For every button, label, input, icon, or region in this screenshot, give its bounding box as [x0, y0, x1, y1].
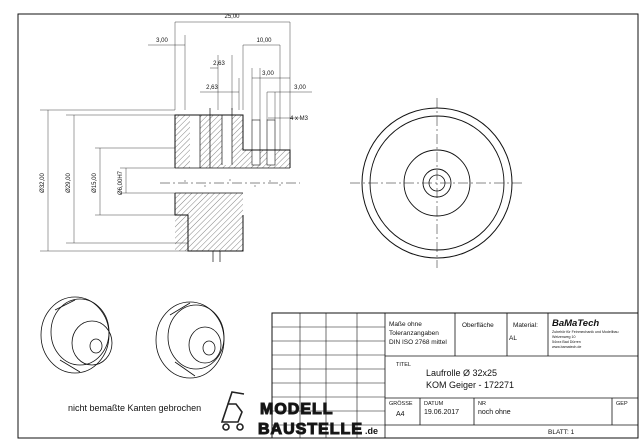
svg-text:54xxx Bad Dürren: 54xxx Bad Dürren: [552, 340, 581, 344]
svg-text:DIN ISO 2768 mittel: DIN ISO 2768 mittel: [389, 339, 447, 346]
dim-263a: 2,63: [213, 61, 225, 67]
title-block: [271, 312, 639, 439]
dim-3c: 3,00: [294, 85, 306, 91]
dim-dia15: Ø15,00: [92, 172, 98, 192]
nr-value: noch ohne: [478, 409, 511, 416]
svg-text:www.bamatech.de: www.bamatech.de: [552, 345, 581, 349]
svg-text:Toleranzangaben: Toleranzangaben: [389, 330, 439, 337]
dim-dia29: Ø29,00: [66, 172, 72, 192]
company-logo: BaMaTech: [552, 318, 599, 329]
section-view: 25,00 3,00 10,00 2,63 3,00 2,63 3,00 4 x…: [40, 14, 312, 262]
dim-10: 10,00: [256, 38, 272, 44]
surface-label: Oberfläche: [462, 322, 494, 329]
date-value: 19.06.2017: [424, 409, 459, 416]
iso-view-right: [155, 301, 225, 379]
nr-label: NR: [478, 401, 486, 407]
date-label: DATUM: [424, 401, 444, 407]
dim-25: 25,00: [224, 14, 240, 20]
dim-3a: 3,00: [156, 38, 168, 44]
title-line-1: Laufrolle Ø 32x25: [426, 368, 497, 378]
sheet-border: [17, 13, 639, 439]
svg-text:Zubehör für Feinmechanik und M: Zubehör für Feinmechanik und Modellbau: [552, 330, 619, 334]
edge-note: nicht bemaßte Kanten gebrochen: [68, 403, 201, 413]
dim-263b: 2,63: [206, 85, 218, 91]
title-label: TITEL: [396, 362, 411, 368]
dim-3b: 3,00: [262, 71, 274, 77]
tolerance-note: Maße ohne Toleranzangaben DIN ISO 2768 m…: [389, 321, 447, 346]
svg-text:MODELL: MODELL: [260, 401, 334, 418]
material-value: AL: [509, 335, 517, 342]
svg-text:BAUSTELLE: BAUSTELLE: [258, 421, 363, 438]
material-label: Material:: [513, 322, 538, 329]
front-view: [350, 98, 525, 268]
rev-label: GEP: [616, 401, 628, 407]
title-line-2: KOM Geiger - 172271: [426, 380, 514, 390]
dim-thread: 4 x M3: [290, 116, 309, 122]
svg-text:.de: .de: [365, 426, 378, 436]
company-address: Zubehör für Feinmechanik und Modellbau W…: [552, 330, 619, 349]
dim-dia6: Ø6,00H7: [118, 170, 124, 195]
svg-text:Weizenweg 10: Weizenweg 10: [552, 335, 576, 339]
size-value: A4: [396, 411, 405, 418]
sheet-label: BLATT: 1: [548, 429, 575, 436]
svg-text:Maße ohne: Maße ohne: [389, 321, 422, 328]
watermark: MODELL BAUSTELLE .de: [220, 391, 378, 439]
size-label: GRÖSSE: [389, 400, 413, 407]
dim-dia32: Ø32,00: [40, 172, 46, 192]
iso-view-left: [40, 296, 113, 374]
excavator-icon: [220, 391, 245, 431]
